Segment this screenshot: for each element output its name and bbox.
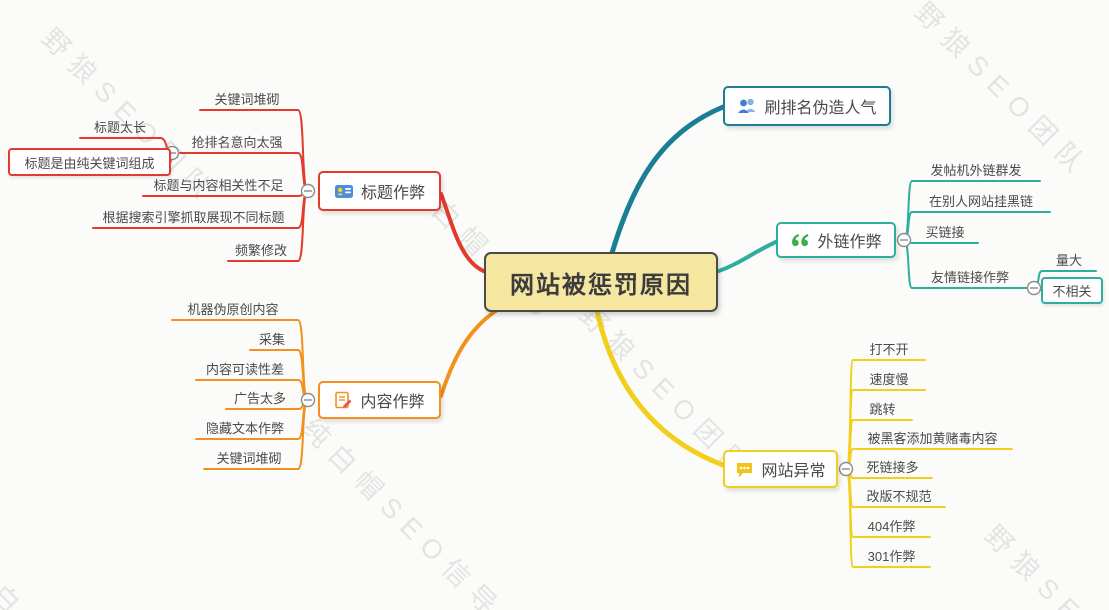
collapse-button[interactable] [300, 392, 316, 408]
collapse-button[interactable] [300, 183, 316, 199]
subtopic[interactable]: 死链接多 [866, 460, 919, 475]
subtopic-boxed[interactable]: 标题是由纯关键词组成 [8, 148, 171, 176]
subtopic[interactable]: 关键词堆砌 [216, 451, 282, 466]
subtopic[interactable]: 频繁修改 [234, 243, 287, 258]
subtopic[interactable]: 关键词堆砌 [214, 92, 280, 107]
subtopic[interactable]: 跳转 [869, 402, 896, 417]
subtopic[interactable]: 被黑客添加黄赌毒内容 [867, 431, 998, 446]
subtopic[interactable]: 友情链接作弊 [930, 270, 1009, 285]
subtopic[interactable]: 404作弊 [867, 519, 916, 534]
subtopic[interactable]: 机器伪原创内容 [187, 302, 279, 317]
subtopic[interactable]: 量大 [1055, 253, 1082, 268]
people-icon [737, 97, 757, 115]
subtopic[interactable]: 在别人网站挂黑链 [928, 194, 1033, 209]
subtopic[interactable]: 发帖机外链群发 [930, 163, 1022, 178]
topic-external-link-cheating[interactable]: 外链作弊 [776, 222, 896, 258]
topic-content-cheating[interactable]: 内容作弊 [318, 381, 441, 419]
topic-label: 内容作弊 [360, 394, 425, 411]
subtopic[interactable]: 标题与内容相关性不足 [153, 178, 284, 193]
subtopic[interactable]: 根据搜索引擎抓取展现不同标题 [102, 210, 285, 225]
chat-bubble-icon [735, 460, 754, 479]
subtopic[interactable]: 内容可读性差 [205, 362, 284, 377]
topic-fake-popularity[interactable]: 刷排名伪造人气 [723, 86, 891, 126]
topic-label: 刷排名伪造人气 [764, 100, 877, 117]
topic-label: 标题作弊 [360, 185, 425, 202]
collapse-button[interactable] [1026, 280, 1042, 296]
subtopic[interactable]: 买链接 [925, 225, 965, 240]
subtopic[interactable]: 改版不规范 [866, 489, 932, 504]
collapse-button[interactable] [896, 232, 912, 248]
subtopic[interactable]: 广告太多 [233, 391, 286, 406]
subtopic[interactable]: 标题太长 [93, 120, 146, 135]
topic-label: 网站异常 [761, 463, 826, 480]
topic-site-abnormal[interactable]: 网站异常 [723, 450, 838, 488]
topic-title-cheating[interactable]: 标题作弊 [318, 171, 441, 211]
subtopic[interactable]: 抢排名意向太强 [191, 135, 283, 150]
subtopic[interactable]: 速度慢 [869, 372, 909, 387]
subtopic[interactable]: 隐藏文本作弊 [205, 421, 284, 436]
subtopic-boxed[interactable]: 不相关 [1041, 277, 1103, 304]
central-topic[interactable]: 网站被惩罚原因 [484, 252, 718, 312]
pencil-page-icon [334, 391, 353, 410]
quote-icon [790, 233, 810, 248]
main-branch-curves [439, 104, 780, 468]
topic-label: 外链作弊 [817, 234, 882, 251]
subtopic[interactable]: 301作弊 [867, 549, 916, 564]
subtopic[interactable]: 采集 [258, 332, 285, 347]
id-card-icon [334, 181, 354, 201]
collapse-button[interactable] [838, 461, 854, 477]
subtopic[interactable]: 打不开 [869, 342, 909, 357]
